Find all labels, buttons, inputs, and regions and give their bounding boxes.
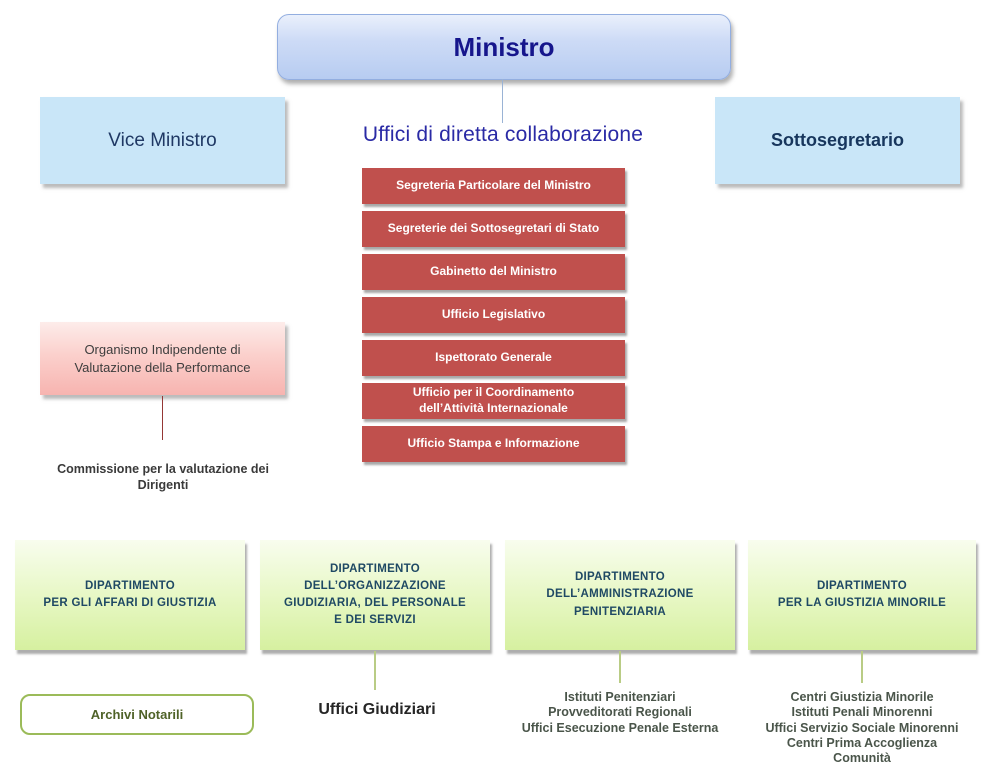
office-box: Gabinetto del Ministro <box>362 254 625 290</box>
dept-amministrazione-penitenziaria-box: DIPARTIMENTO DELL’AMMINISTRAZIONE PENITE… <box>505 540 735 650</box>
dept-label: DIPARTIMENTO PER LA GIUSTIZIA MINORILE <box>777 579 947 609</box>
list-item: Centri Prima Accoglienza <box>786 735 938 750</box>
office-label: Segreteria Particolare del Ministro <box>396 178 591 193</box>
vice-ministro-box: Vice Ministro <box>40 97 285 184</box>
list-item: Uffici Esecuzione Penale Esterna <box>521 720 719 735</box>
office-label: Segreterie dei Sottosegretari di Stato <box>387 221 600 236</box>
sottosegretario-box: Sottosegretario <box>715 97 960 184</box>
dept-giustizia-minorile-box: DIPARTIMENTO PER LA GIUSTIZIA MINORILE <box>748 540 976 650</box>
office-label: Ufficio Legislativo <box>441 307 546 322</box>
direct-offices-column: Segreteria Particolare del Ministro Segr… <box>362 168 625 462</box>
archivi-notarili-box: Archivi Notarili <box>20 694 254 735</box>
commission-label: Commissione per la valutazione dei Dirig… <box>57 462 269 493</box>
ministro-label: Ministro <box>453 31 555 62</box>
list-item: Comunità <box>833 751 891 765</box>
oiv-box: Organismo Indipendente di Valutazione de… <box>40 322 285 395</box>
office-box: Ufficio Stampa e Informazione <box>362 426 625 462</box>
connector-ministro-offices <box>502 79 503 123</box>
list-item: Centri Giustizia Minorile <box>790 690 934 704</box>
office-label: Ufficio Stampa e Informazione <box>407 436 580 451</box>
office-box: Ispettorato Generale <box>362 340 625 376</box>
office-label: Ufficio per il Coordinamento dell’Attivi… <box>412 385 575 415</box>
oiv-label: Organismo Indipendente di Valutazione de… <box>74 341 251 375</box>
archivi-notarili-label: Archivi Notarili <box>90 707 184 722</box>
dgm-subordinates-list: Centri Giustizia Minorile Istituti Penal… <box>732 690 992 766</box>
dept-organizzazione-giudiziaria-box: DIPARTIMENTO DELL’ORGANIZZAZIONE GIUDIZI… <box>260 540 490 650</box>
sottosegretario-label: Sottosegretario <box>770 130 905 150</box>
list-item: Provveditorati Regionali <box>548 705 692 720</box>
list-item: Istituti Penitenziari <box>564 690 676 704</box>
connector-dept3 <box>619 651 621 683</box>
list-item: Uffici Servizio Sociale Minorenni <box>765 720 959 735</box>
office-box: Ufficio Legislativo <box>362 297 625 333</box>
dept-affari-giustizia-box: DIPARTIMENTO PER GLI AFFARI DI GIUSTIZIA <box>15 540 245 650</box>
direct-offices-heading: Uffici di diretta collaborazione <box>362 123 644 146</box>
dept-label: DIPARTIMENTO DELL’ORGANIZZAZIONE GIUDIZI… <box>283 562 467 627</box>
dap-subordinates-list: Istituti Penitenziari Provveditorati Reg… <box>490 690 750 736</box>
ministro-box: Ministro <box>277 14 731 80</box>
office-label: Ispettorato Generale <box>435 350 552 365</box>
list-item: Istituti Penali Minorenni <box>791 705 933 720</box>
office-box: Ufficio per il Coordinamento dell’Attivi… <box>362 383 625 419</box>
office-box: Segreterie dei Sottosegretari di Stato <box>362 211 625 247</box>
office-label: Gabinetto del Ministro <box>430 264 557 279</box>
office-box: Segreteria Particolare del Ministro <box>362 168 625 204</box>
uffici-giudiziari-label: Uffici Giudiziari <box>318 701 436 718</box>
dept-label: DIPARTIMENTO DELL’AMMINISTRAZIONE PENITE… <box>546 571 694 618</box>
dept-label: DIPARTIMENTO PER GLI AFFARI DI GIUSTIZIA <box>43 579 217 609</box>
vice-ministro-label: Vice Ministro <box>108 129 217 151</box>
connector-dept4 <box>861 651 863 683</box>
connector-oiv-commission <box>162 396 163 440</box>
connector-dept2 <box>374 651 376 690</box>
